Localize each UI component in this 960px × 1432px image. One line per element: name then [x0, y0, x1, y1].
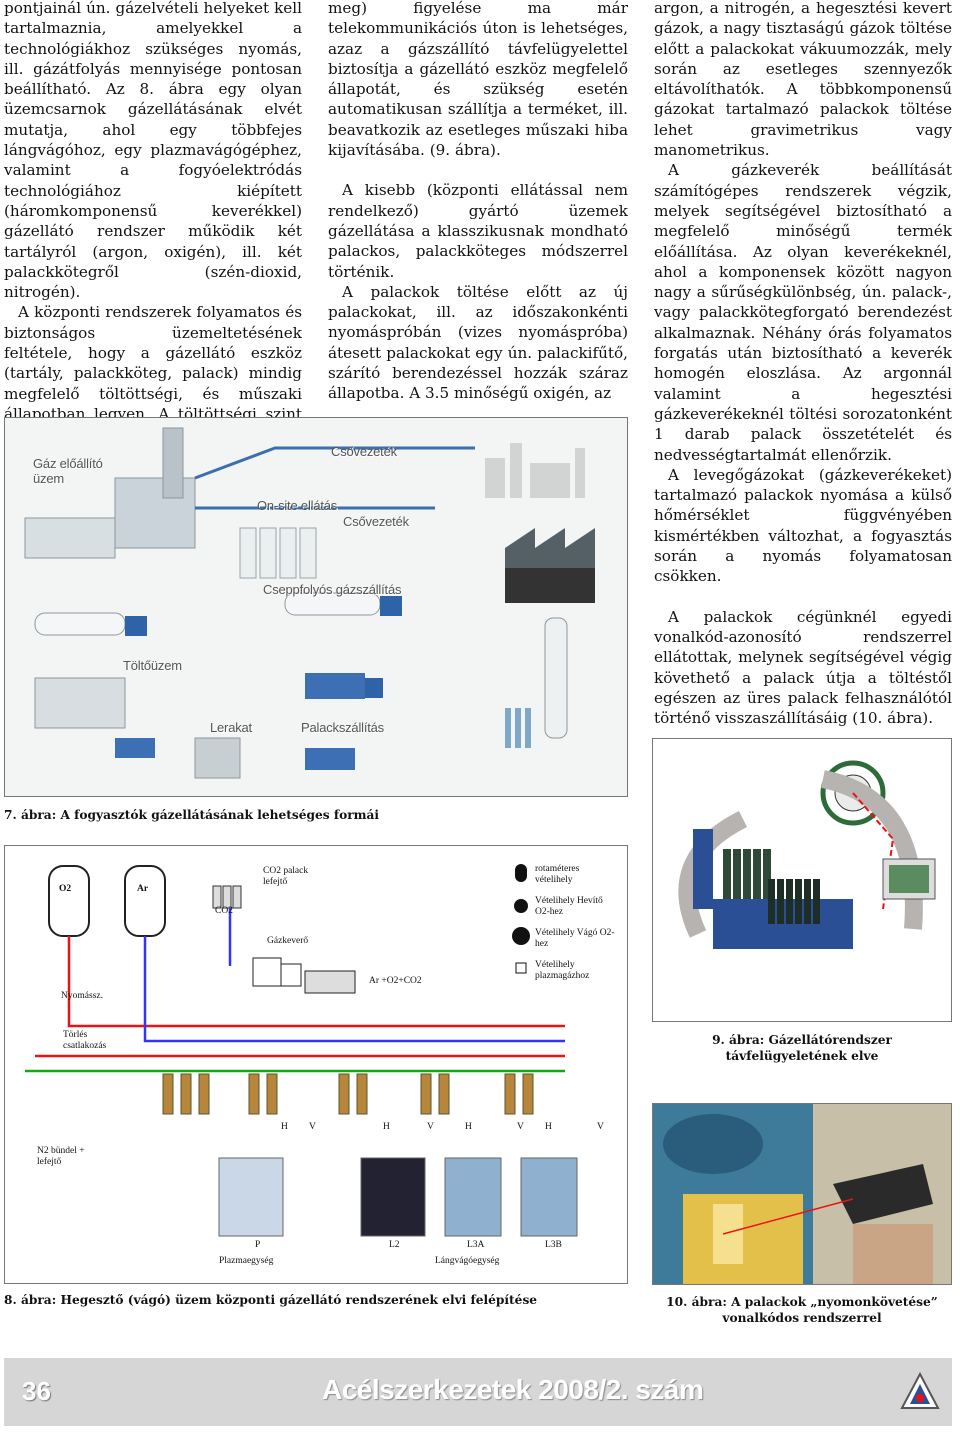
caption-figure-8: 8. ábra: Hegesztő (vágó) üzem központi g…	[4, 1293, 538, 1307]
label-onsite: On-site ellátás	[257, 498, 338, 513]
text-column-3: argon, a nitrogén, a hegesztési kevert g…	[654, 0, 952, 728]
paragraph: pontjainál ún. gázelvételi helyeket kell…	[4, 0, 302, 302]
figure-10-barcode-tracking	[652, 1103, 952, 1285]
paragraph: argon, a nitrogén, a hegesztési kevert g…	[654, 0, 952, 160]
publisher-logo-icon	[900, 1371, 940, 1416]
caption-figure-10: 10. ábra: A palackok „nyomonkövetése” vo…	[666, 1295, 938, 1325]
paragraph: A palackok töltése előtt az új palackoka…	[328, 282, 628, 403]
label-n2-bundle: N2 bündel + lefejtő	[37, 1146, 85, 1167]
label-pipeline-2: Csővezeték	[343, 514, 409, 529]
label-l2: L2	[389, 1240, 400, 1250]
legend-item: Vételihely plazmagázhoz	[535, 960, 590, 981]
label-cylinder-delivery: Palackszállítás	[301, 720, 384, 735]
label-pressure: Nyomássz.	[61, 991, 103, 1001]
barcode-photo	[653, 1104, 951, 1284]
label-h: H	[383, 1122, 390, 1132]
legend-item: Vételihely Vágó O2-hez	[535, 928, 615, 949]
paragraph: A levegőgázokat (gázkeverékeket) tartalm…	[654, 465, 952, 586]
paragraph: A gázkeverék beállítását számítógépes re…	[654, 161, 952, 464]
label-h: H	[465, 1122, 472, 1132]
label-flame-area: Lángvágóegység	[435, 1256, 500, 1266]
label-ar: Ar	[137, 884, 149, 894]
magazine-title: Acélszerkezetek 2008/2. szám	[322, 1374, 704, 1405]
label-co2-bundle: CO2 palack lefejtő	[263, 866, 309, 887]
legend-item: rotaméteres vételihely	[535, 864, 580, 885]
label-h: H	[545, 1122, 552, 1132]
text-column-2: meg) figyelése ma már telekommunikációs …	[328, 0, 628, 404]
paragraph: A palackok cégünknél egyedi vonalkód-azo…	[654, 607, 952, 728]
monitoring-illustration	[653, 739, 951, 1021]
caption-figure-7: 7. ábra: A fogyasztók gázellátásának leh…	[4, 808, 380, 822]
label-co2: CO2	[215, 906, 233, 916]
caption-figure-9: 9. ábra: Gázellátórendszer távfelügyelet…	[712, 1033, 892, 1063]
paragraph: meg) figyelése ma már telekommunikációs …	[328, 0, 628, 160]
label-plasma-area: Plazmaegység	[219, 1256, 274, 1266]
label-mixture: Ar +O2+CO2	[369, 976, 422, 986]
label-p: P	[255, 1240, 261, 1250]
page-footer: 36 Acélszerkezetek 2008/2. szám	[4, 1358, 952, 1426]
page-number: 36	[22, 1376, 51, 1406]
text-column-1: pontjainál ún. gázelvételi helyeket kell…	[4, 0, 302, 445]
figure-8-central-gas-system: O2 Ar CO2 palack lefejtő CO2 Gázkeverő A…	[4, 845, 628, 1284]
label-o2: O2	[59, 884, 72, 894]
label-v: V	[597, 1122, 604, 1132]
label-v: V	[427, 1122, 434, 1132]
label-flush: Törlés csatlakozás	[63, 1030, 107, 1051]
label-depot: Lerakat	[210, 720, 252, 735]
label-filling-plant: Töltőüzem	[123, 658, 182, 673]
figure-9-remote-monitoring	[652, 738, 952, 1022]
label-l3b: L3B	[545, 1240, 562, 1250]
label-mixer: Gázkeverő	[267, 936, 309, 946]
label-l3a: L3A	[467, 1240, 485, 1250]
supply-illustration	[5, 418, 627, 796]
label-h: H	[281, 1122, 288, 1132]
figure-7-gas-supply-forms: Gáz előállító üzem Csővezeték On-site el…	[4, 417, 628, 797]
paragraph: A kisebb (központi ellátással nem rendel…	[328, 181, 628, 281]
label-v: V	[309, 1122, 316, 1132]
label-liquid-transport: Cseppfolyós gázszállítás	[263, 582, 402, 597]
legend-item: Vételihely Hevítő O2-hez	[535, 896, 603, 917]
system-diagram	[25, 864, 578, 1237]
label-v: V	[517, 1122, 524, 1132]
label-pipeline-1: Csővezeték	[331, 444, 397, 459]
label-gas-production: Gáz előállító üzem	[33, 456, 103, 486]
